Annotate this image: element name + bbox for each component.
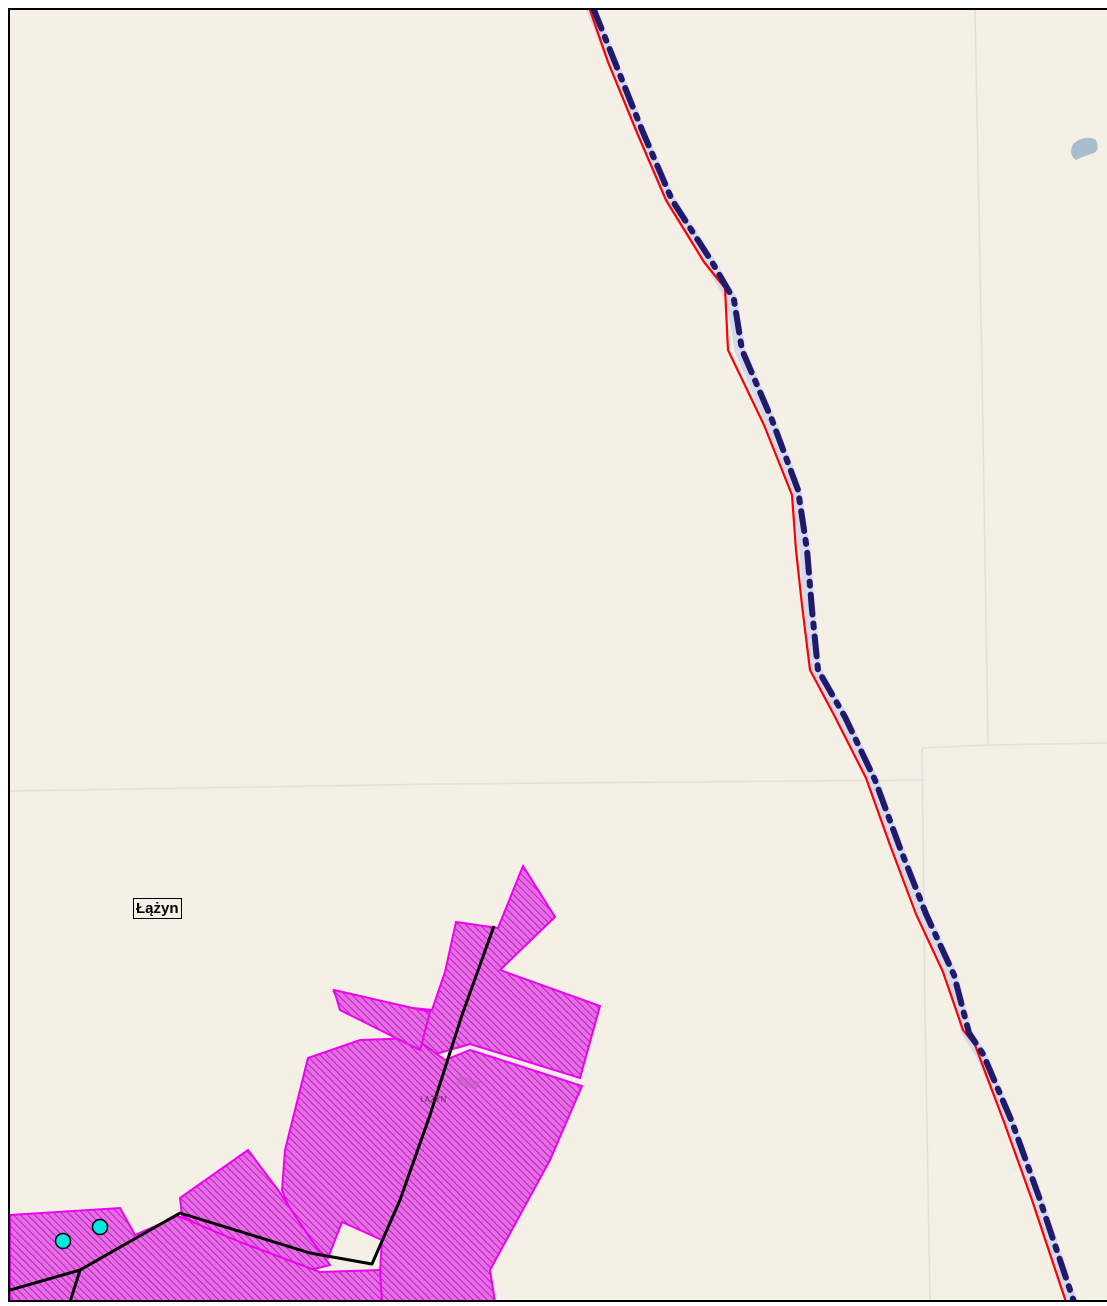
parcel-line	[921, 747, 931, 1300]
small-feature	[456, 1076, 480, 1090]
map-canvas[interactable]	[10, 10, 1107, 1302]
cyan-circle-marker[interactable]	[54, 1232, 72, 1250]
railway-line	[586, 10, 1078, 1300]
road-line	[10, 925, 496, 1292]
parcel-line	[974, 10, 1107, 746]
parcel-line	[921, 744, 989, 749]
built-up-polygon	[332, 988, 432, 1052]
parcel-line	[10, 779, 926, 792]
railway-dash	[591, 10, 1077, 1300]
parcel-lines	[10, 10, 1107, 1300]
built-up-polygon	[280, 1036, 584, 1300]
place-label: Łążyn	[133, 898, 182, 919]
small-place-label: ŁĄŻYN	[420, 1095, 447, 1104]
road-branch	[69, 1269, 82, 1300]
water-body	[1071, 137, 1098, 160]
black-line	[10, 925, 496, 1300]
map-frame[interactable]: Łążyn ŁĄŻYN	[8, 8, 1107, 1302]
cyan-circle-marker[interactable]	[91, 1218, 109, 1236]
